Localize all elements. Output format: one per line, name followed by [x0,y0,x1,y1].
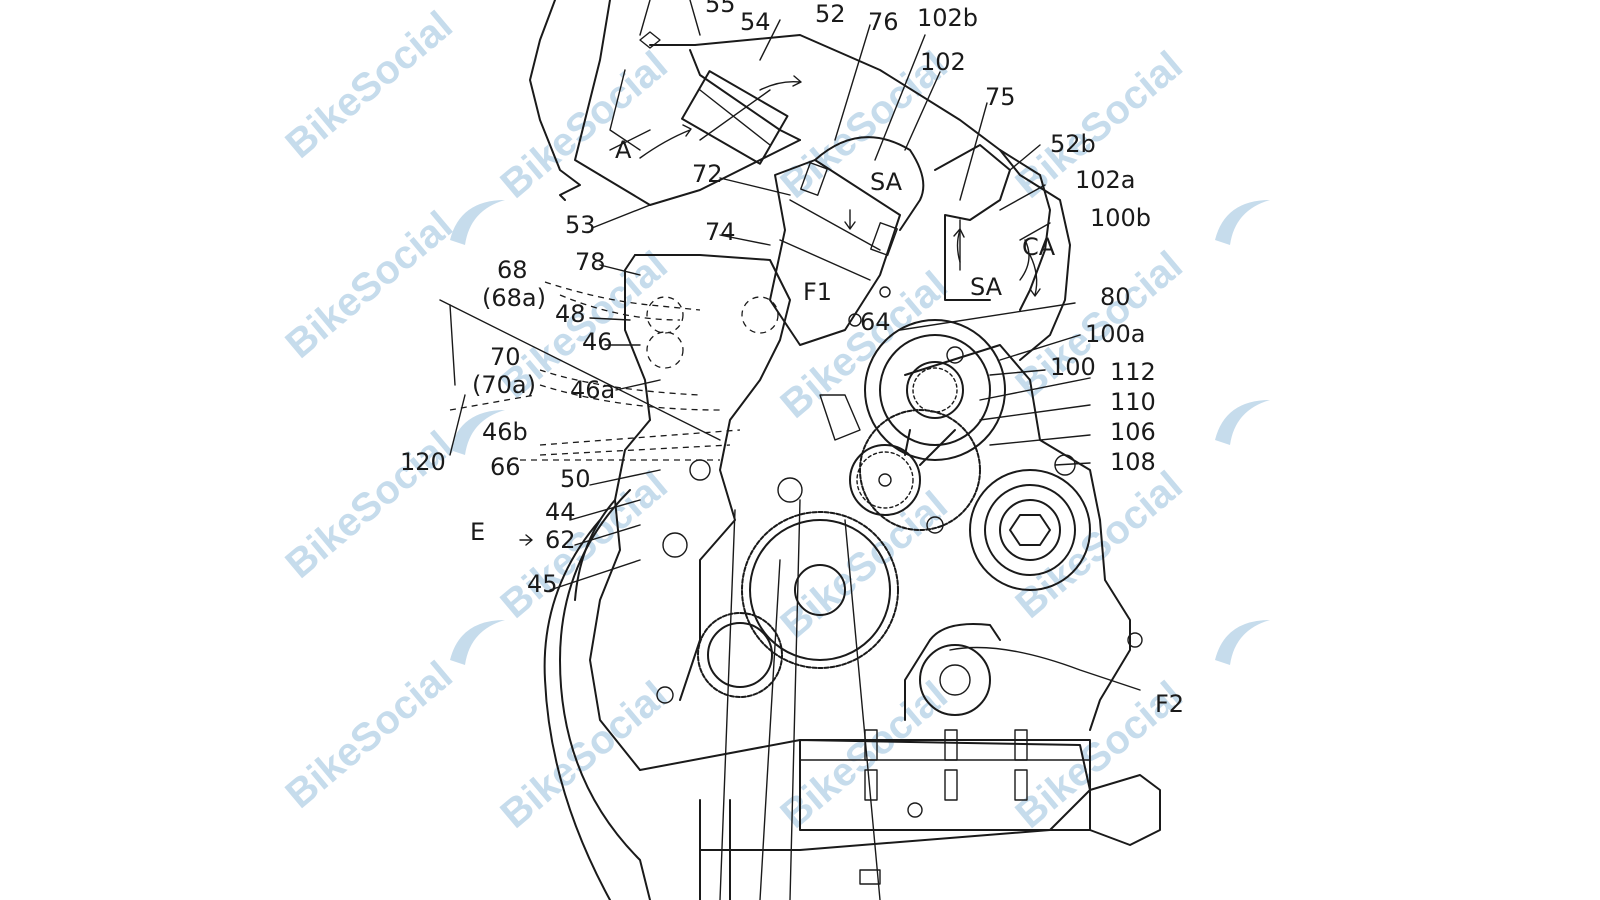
label-66: 66 [490,453,521,481]
watermark-logo-icon [1215,400,1270,445]
label-48: 48 [555,300,586,328]
label-CA: CA [1022,233,1056,261]
label-52b: 52b [1050,130,1096,158]
label-54: 54 [740,8,771,36]
watermark-text: BikeSocial [278,653,461,817]
watermark-text: BikeSocial [278,203,461,367]
watermark-1: BikeSocial [278,3,461,167]
label-68: 68 [497,256,528,284]
watermark-logo-icon [450,410,505,455]
label-E: E [470,518,485,546]
label-62: 62 [545,526,576,554]
hidden-lines [449,281,779,461]
watermark-4: BikeSocial [278,653,461,817]
label-52: 52 [815,0,846,28]
label-100: 100 [1050,353,1096,381]
watermark-text: BikeSocial [493,673,676,837]
label-46: 46 [582,328,613,356]
label-F1: F1 [803,278,832,306]
label-76: 76 [868,8,899,36]
label-102b: 102b [917,4,978,32]
watermark-text: BikeSocial [278,3,461,167]
watermark-8: BikeSocial [493,673,676,837]
label-80: 80 [1100,283,1131,311]
label-70: 70 [490,343,521,371]
flow-arrows [639,75,1041,297]
label-46b: 46b [482,418,528,446]
label-SA-side: SA [970,273,1003,301]
label-50: 50 [560,465,591,493]
label-A: A [615,136,632,164]
label-53: 53 [565,211,596,239]
label-70a: (70a) [472,371,536,399]
label-64: 64 [860,308,891,336]
airbox [529,0,1071,361]
label-55: 55 [705,0,736,18]
leader-lines [439,0,1141,691]
watermark-logo-icon [1215,620,1270,665]
label-106: 106 [1110,418,1156,446]
watermark-logo-icon [1215,200,1270,245]
reference-labels: 55 54 52 76 102b 102 75 52b 102a 100b A … [400,0,1184,718]
label-72: 72 [692,160,723,188]
label-75: 75 [985,83,1016,111]
throttle-body [769,159,901,346]
label-102: 102 [920,48,966,76]
label-100a: 100a [1085,320,1146,348]
label-110: 110 [1110,388,1156,416]
engine-block [543,254,1161,900]
label-SA-top: SA [870,168,903,196]
label-100b: 100b [1090,204,1151,232]
label-F2: F2 [1155,690,1184,718]
label-102a: 102a [1075,166,1136,194]
label-112: 112 [1110,358,1156,386]
label-108: 108 [1110,448,1156,476]
label-68a: (68a) [482,284,546,312]
label-120: 120 [400,448,446,476]
label-44: 44 [545,498,576,526]
watermark-logo-icon [450,620,505,665]
watermark-logo-icon [450,200,505,245]
watermark-2: BikeSocial [278,203,461,367]
label-46a: 46a [570,376,615,404]
label-78: 78 [575,248,606,276]
label-45: 45 [527,570,558,598]
label-74: 74 [705,218,736,246]
